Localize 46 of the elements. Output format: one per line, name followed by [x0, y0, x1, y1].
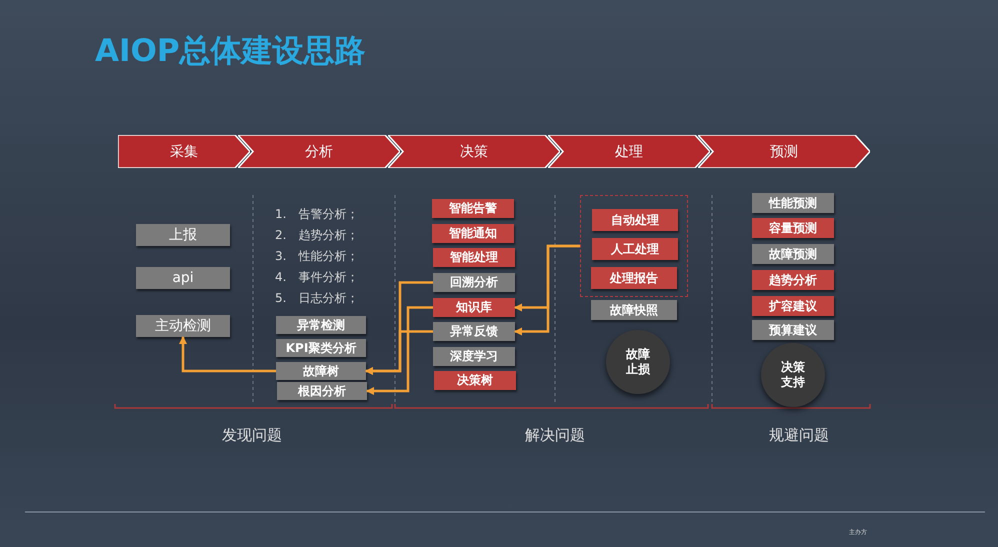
arrow: [179, 336, 276, 372]
circle-node: 故障止损: [606, 330, 670, 394]
list-item: 3. 性能分析；: [275, 248, 358, 265]
process-box: KPI聚类分析: [276, 339, 366, 357]
process-box: api: [136, 267, 230, 289]
process-box: 智能处理: [433, 248, 515, 267]
title: AIOP总体建设思路: [95, 32, 366, 71]
section-label: 规避问题: [769, 426, 829, 445]
process-box: 知识库: [433, 298, 515, 317]
list-item: 2. 趋势分析；: [275, 227, 358, 244]
process-box: 容量预测: [752, 218, 834, 238]
process-box: 主动检测: [136, 315, 230, 337]
chevron-band: 处理: [548, 135, 710, 168]
section-label: 解决问题: [525, 426, 585, 445]
process-box: 深度学习: [433, 347, 515, 366]
process-box: 预算建议: [752, 320, 834, 340]
process-box: 故障树: [276, 362, 366, 380]
process-box: 扩容建议: [752, 296, 834, 316]
chevron-band: 预测: [698, 135, 870, 168]
chevron-band: 决策: [388, 135, 560, 168]
process-box: 异常检测: [276, 316, 366, 334]
process-box: 智能告警: [432, 199, 514, 218]
process-box: 异常反馈: [433, 322, 515, 341]
process-box: 决策树: [434, 371, 516, 390]
chevron-band: 分析: [238, 135, 400, 168]
process-box: 趋势分析: [752, 270, 834, 290]
process-box: 故障预测: [752, 244, 834, 264]
list-item: 4. 事件分析；: [275, 269, 358, 286]
list-item: 1. 告警分析；: [275, 206, 358, 223]
arrow: [514, 244, 580, 336]
circle-node: 决策支持: [761, 343, 825, 407]
list-item: 5. 日志分析；: [275, 290, 358, 307]
dashed-group-frame: [580, 195, 688, 297]
arrow: [366, 306, 433, 395]
process-box: 回溯分析: [433, 273, 515, 292]
process-box: 自动处理: [592, 209, 678, 231]
process-box: 故障快照: [591, 300, 677, 320]
section-label: 发现问题: [222, 426, 282, 445]
process-box: 上报: [136, 224, 230, 246]
process-box: 智能通知: [432, 224, 514, 243]
process-box: 处理报告: [591, 267, 677, 289]
arrow: [365, 330, 433, 375]
process-box: 人工处理: [592, 238, 678, 260]
process-box: 根因分析: [277, 382, 367, 400]
process-box: 性能预测: [752, 193, 834, 213]
chevron-band: 采集: [118, 135, 250, 168]
